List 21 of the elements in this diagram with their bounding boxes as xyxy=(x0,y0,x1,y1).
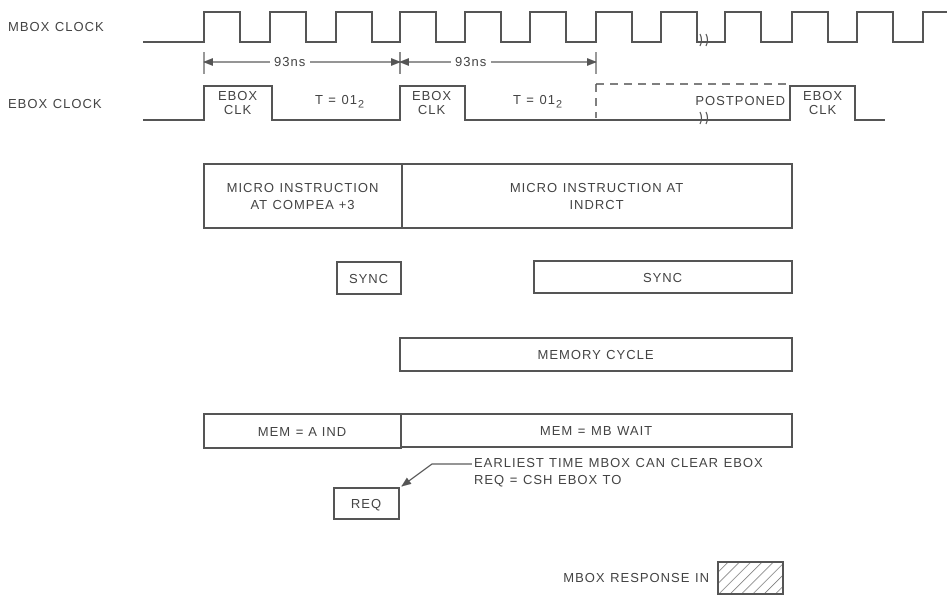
timing-box: MICRO INSTRUCTION AT INDRCT xyxy=(401,163,793,229)
pulse-label: EBOX CLK xyxy=(216,89,260,117)
timing-box: MICRO INSTRUCTION AT COMPEA +3 xyxy=(203,163,403,229)
timing-box: SYNC xyxy=(533,260,793,294)
pulse-label: EBOX CLK xyxy=(410,89,454,117)
dimension-label: 93ns xyxy=(270,54,310,69)
timing-box: REQ xyxy=(333,487,400,520)
state-label: POSTPONED xyxy=(694,93,786,108)
timing-box: MEM = A IND xyxy=(203,413,402,449)
timing-box: MEMORY CYCLE xyxy=(399,337,793,372)
state-label: T = 01$_{2}$ xyxy=(512,92,564,113)
signal-name: EBOX CLOCK xyxy=(8,96,104,111)
signal-name: MBOX CLOCK xyxy=(8,19,106,34)
timing-box: SYNC xyxy=(336,261,402,295)
dimension-label: 93ns xyxy=(451,54,492,69)
callout-text: EARLIEST TIME MBOX CAN CLEAR EBOX REQ = CSH EBOX TO xyxy=(474,454,774,494)
leader-line xyxy=(401,463,472,487)
pulse-label: EBOX CLK xyxy=(802,89,844,117)
legend-text: MBOX RESPONSE IN xyxy=(562,570,710,585)
timing-box: MEM = MB WAIT xyxy=(400,413,793,448)
state-label: T = 01$_{2}$ xyxy=(314,92,366,113)
